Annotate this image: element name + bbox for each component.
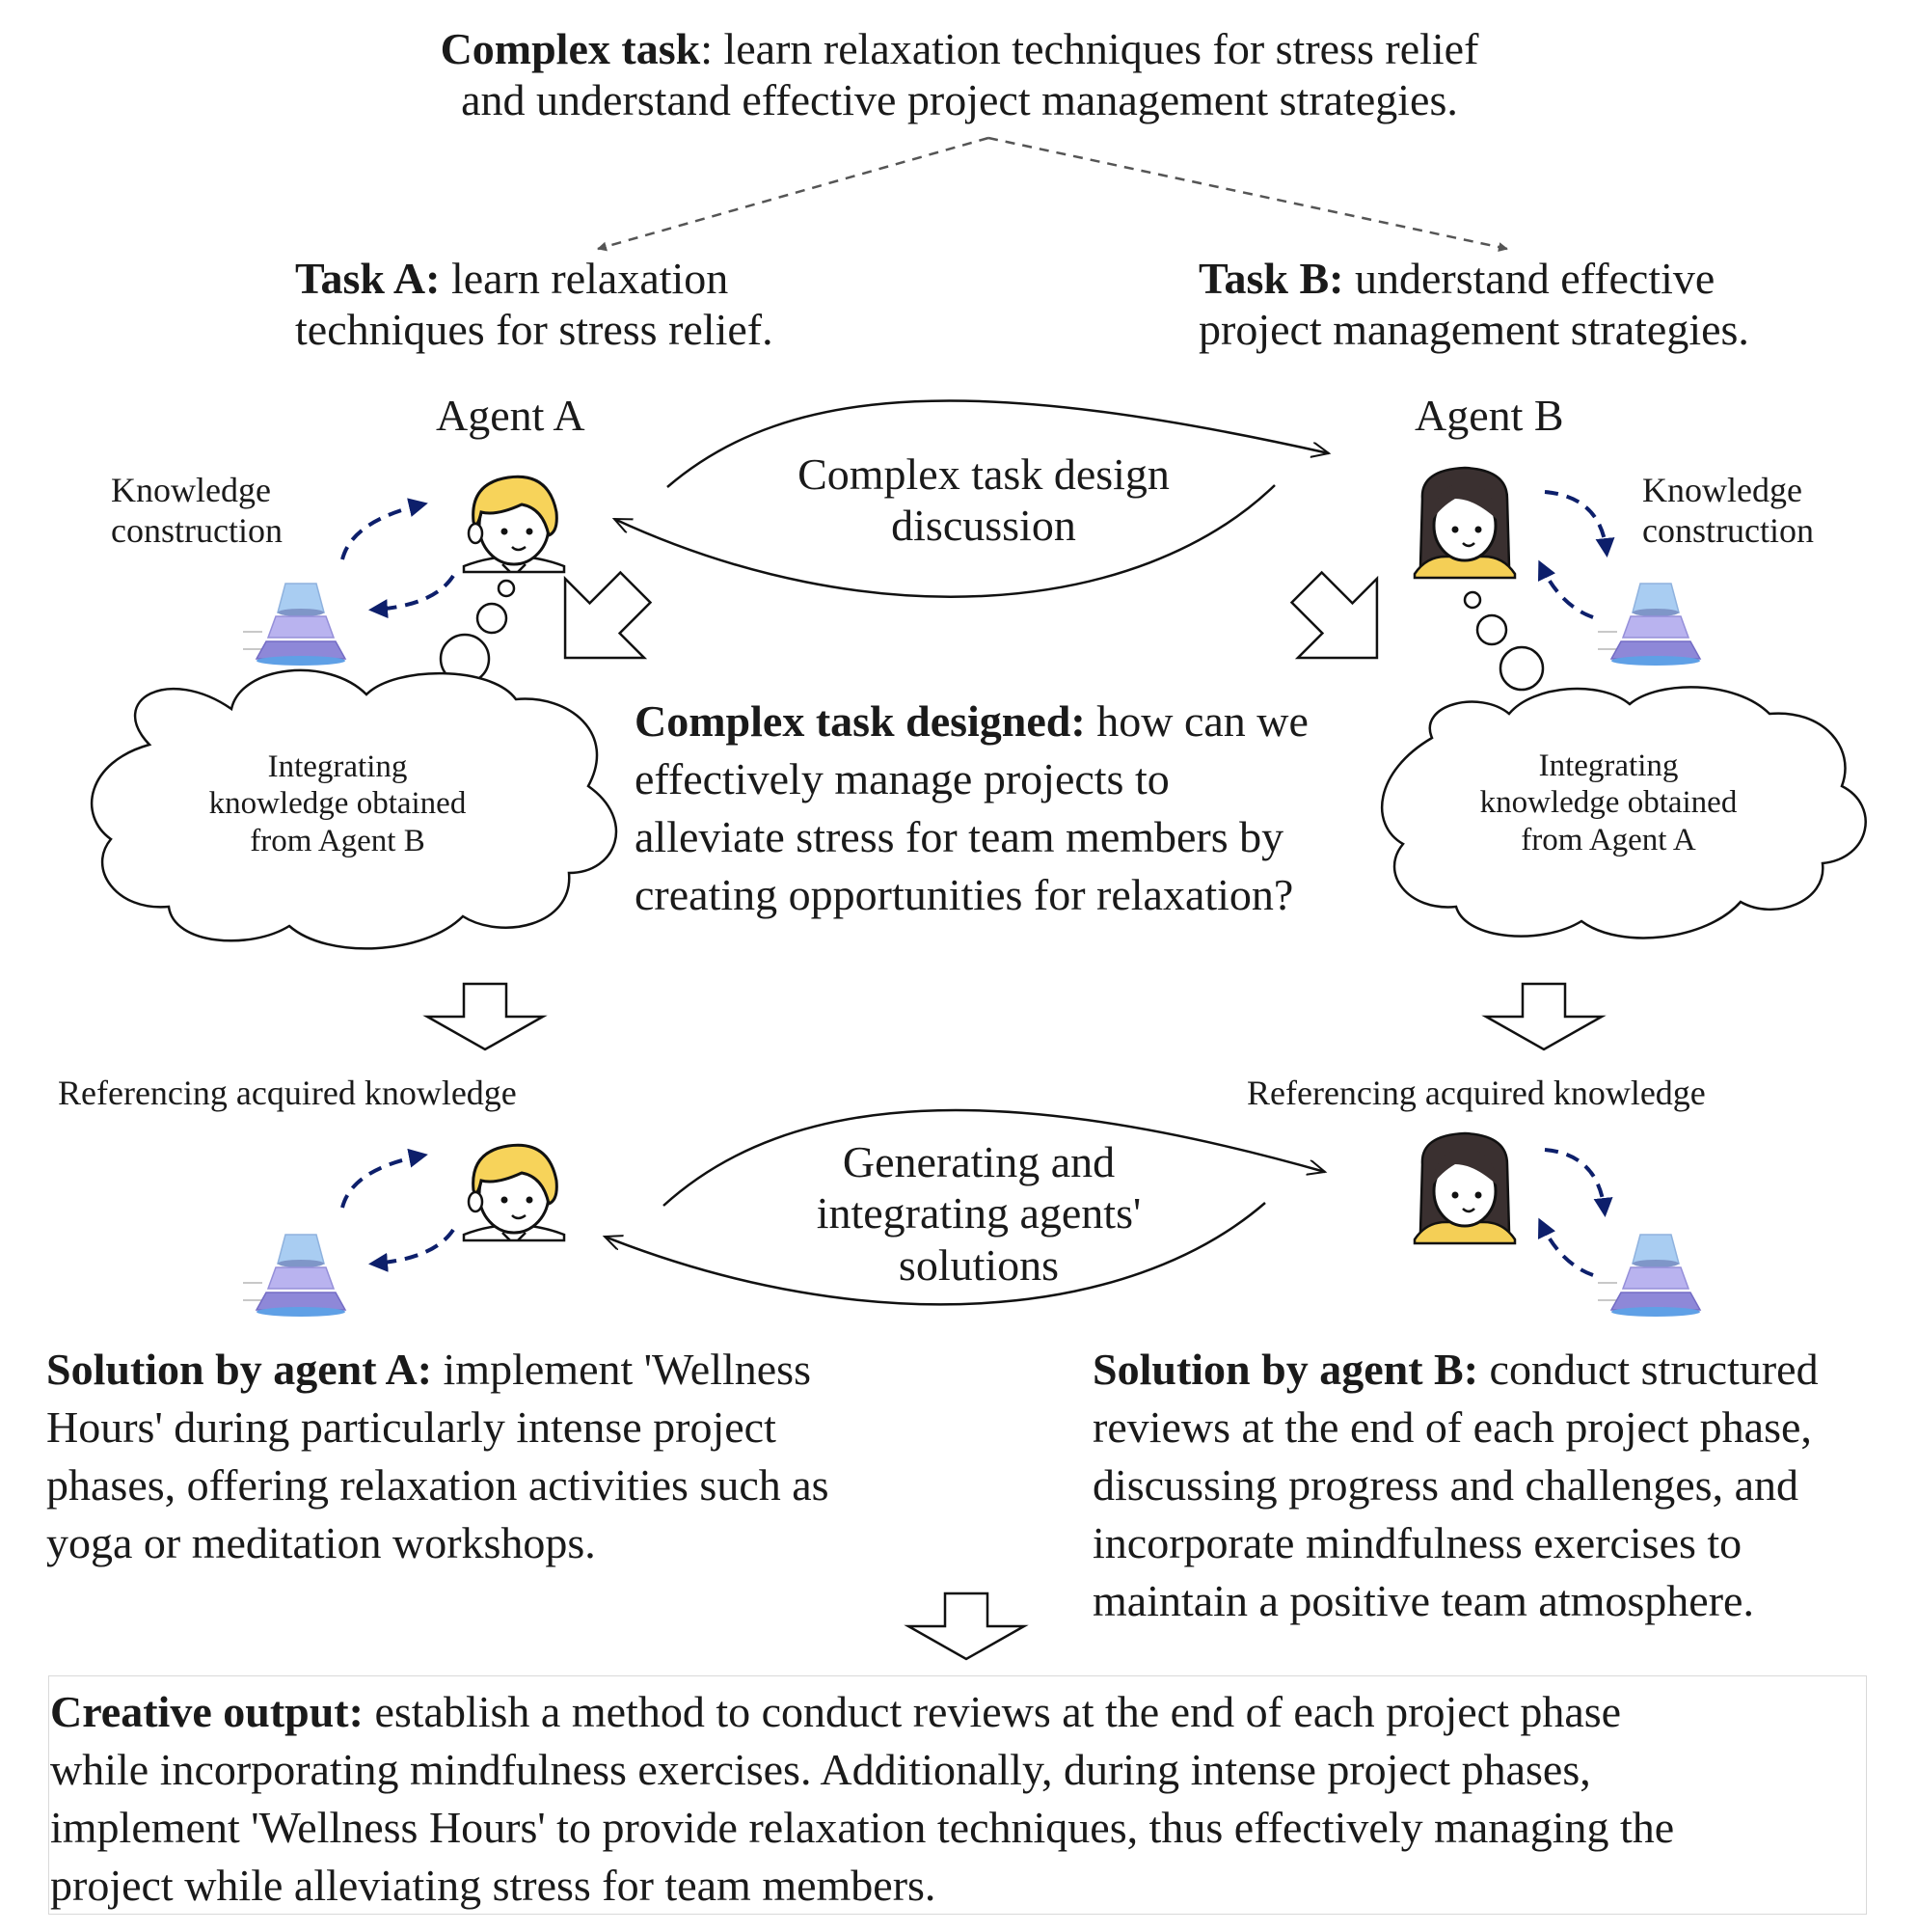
generating-label: Generating and integrating agents' solut… [762,1136,1196,1291]
cloud-b-line3: from Agent A [1521,822,1696,857]
cloud-a-line2: knowledge obtained [208,786,467,822]
referencing-label-a: Referencing acquired knowledge [58,1074,517,1112]
thought-cloud-icon [90,668,618,950]
task-b-line1: understand effective [1343,254,1715,303]
knowledge-construction-line2: construction [111,510,283,550]
creative-output-box [48,1675,1867,1915]
solution-b-line3: discussing progress and challenges, and [1093,1460,1799,1510]
design-discussion-line2: discussion [891,501,1076,551]
complex-task-designed-line2: effectively manage projects to [635,754,1170,803]
solution-a-line1: implement 'Wellness [432,1345,811,1394]
thought-cloud-icon [1380,686,1867,939]
boy-agent-icon [462,475,566,574]
task-b-label: Task B: [1199,254,1344,303]
task-a-label: Task A: [295,254,441,303]
top-fork-arrows [597,136,1508,253]
generating-line1: Generating and [842,1137,1116,1186]
knowledge-arrow-up [340,1148,428,1209]
solution-b-line4: incorporate mindfulness exercises to [1093,1518,1742,1567]
solution-b-text: Solution by agent B: conduct structured … [1093,1341,1819,1630]
task-a-line2: techniques for stress relief. [295,305,773,355]
knowledge-arrow-down [368,574,455,619]
thought-bubbles-b [1463,590,1545,692]
creative-output-label: Creative output: [50,1687,364,1736]
design-discussion-line1: Complex task design [797,449,1170,499]
hollow-arrow-a [563,570,653,660]
generating-line2: integrating agents' [816,1188,1142,1238]
solution-a-text: Solution by agent A: implement 'Wellness… [46,1341,829,1572]
knowledge-construction-line1: Knowledge [111,471,271,509]
knowledge-construction-a: Knowledge construction [111,471,283,552]
complex-task-designed-line1: how can we [1085,696,1309,746]
agent-a-name: Agent A [436,391,585,440]
complex-task-line1: : learn relaxation techniques for stress… [700,24,1479,73]
complex-task-line2: and understand effective project managem… [461,75,1458,125]
creative-output-line3: implement 'Wellness Hours' to provide re… [50,1803,1675,1852]
cloud-b-text: Integrating knowledge obtained from Agen… [1445,748,1772,858]
creative-output-line2: while incorporating mindfulness exercise… [50,1745,1591,1794]
complex-task-designed-line4: creating opportunities for relaxation? [635,870,1294,919]
design-discussion-label: Complex task design discussion [752,449,1215,552]
knowledge-arrow-up [340,498,428,560]
cloud-a-line1: Integrating [267,749,408,784]
agent-b-top-group [1413,466,1701,667]
solution-b-line5: maintain a positive team atmosphere. [1093,1576,1754,1625]
solution-b-line1: conduct structured [1478,1345,1819,1394]
cloud-b-line1: Integrating [1538,748,1679,783]
design-discussion-arrows [614,399,1329,598]
complex-task-designed-label: Complex task designed: [635,696,1086,746]
agent-a-top-group [242,475,566,667]
generating-arrows [605,1108,1325,1306]
complex-task-label: Complex task [440,24,701,73]
knowledge-stack-icon [1597,583,1701,667]
knowledge-arrow-up [1537,1217,1594,1277]
solution-b-line2: reviews at the end of each project phase… [1093,1402,1812,1452]
solution-b-label: Solution by agent B: [1093,1345,1479,1394]
creative-output-line1: establish a method to conduct reviews at… [363,1687,1622,1736]
girl-agent-icon [1413,466,1517,580]
cloud-a-text: Integrating knowledge obtained from Agen… [174,748,501,859]
knowledge-arrow-down [368,1228,455,1272]
knowledge-arrow-down [1544,490,1615,558]
down-arrow-b [1484,982,1604,1051]
agent-b-bottom-group [1413,1131,1701,1318]
knowledge-arrow-down [1544,1148,1613,1217]
knowledge-stack-icon [242,583,346,667]
solution-a-line2: Hours' during particularly intense proje… [46,1402,776,1452]
task-b-line2: project management strategies. [1199,305,1749,355]
thought-bubbles-a [439,579,516,685]
complex-task-text: Complex task: learn relaxation technique… [386,23,1533,126]
task-b-text: Task B: understand effective project man… [1199,253,1749,356]
knowledge-construction-line1: Knowledge [1642,471,1802,509]
task-a-line1: learn relaxation [440,254,729,303]
knowledge-arrow-up [1537,559,1594,619]
agent-a-bottom-group [242,1143,566,1318]
creative-output-line4: project while alleviating stress for tea… [50,1861,936,1910]
generating-line3: solutions [898,1239,1060,1290]
hollow-arrow-b [1289,570,1379,660]
boy-agent-icon [462,1143,566,1242]
down-arrow-a [425,982,545,1051]
cloud-a-line3: from Agent B [250,823,425,858]
agent-b-name: Agent B [1415,391,1564,440]
knowledge-stack-icon [242,1234,346,1318]
referencing-label-b: Referencing acquired knowledge [1247,1074,1706,1112]
girl-agent-icon [1413,1131,1517,1245]
knowledge-construction-line2: construction [1642,510,1814,550]
complex-task-designed-text: Complex task designed: how can we effect… [635,693,1309,924]
knowledge-stack-icon [1597,1234,1701,1318]
solution-a-line4: yoga or meditation workshops. [46,1518,596,1567]
complex-task-designed-line3: alleviate stress for team members by [635,812,1284,861]
down-arrow-output [906,1592,1026,1661]
solution-a-line3: phases, offering relaxation activities s… [46,1460,829,1510]
solution-a-label: Solution by agent A: [46,1345,433,1394]
knowledge-construction-b: Knowledge construction [1642,471,1814,552]
task-a-text: Task A: learn relaxation techniques for … [295,253,773,356]
creative-output-text: Creative output: establish a method to c… [50,1683,1674,1915]
cloud-b-line2: knowledge obtained [1479,785,1738,821]
